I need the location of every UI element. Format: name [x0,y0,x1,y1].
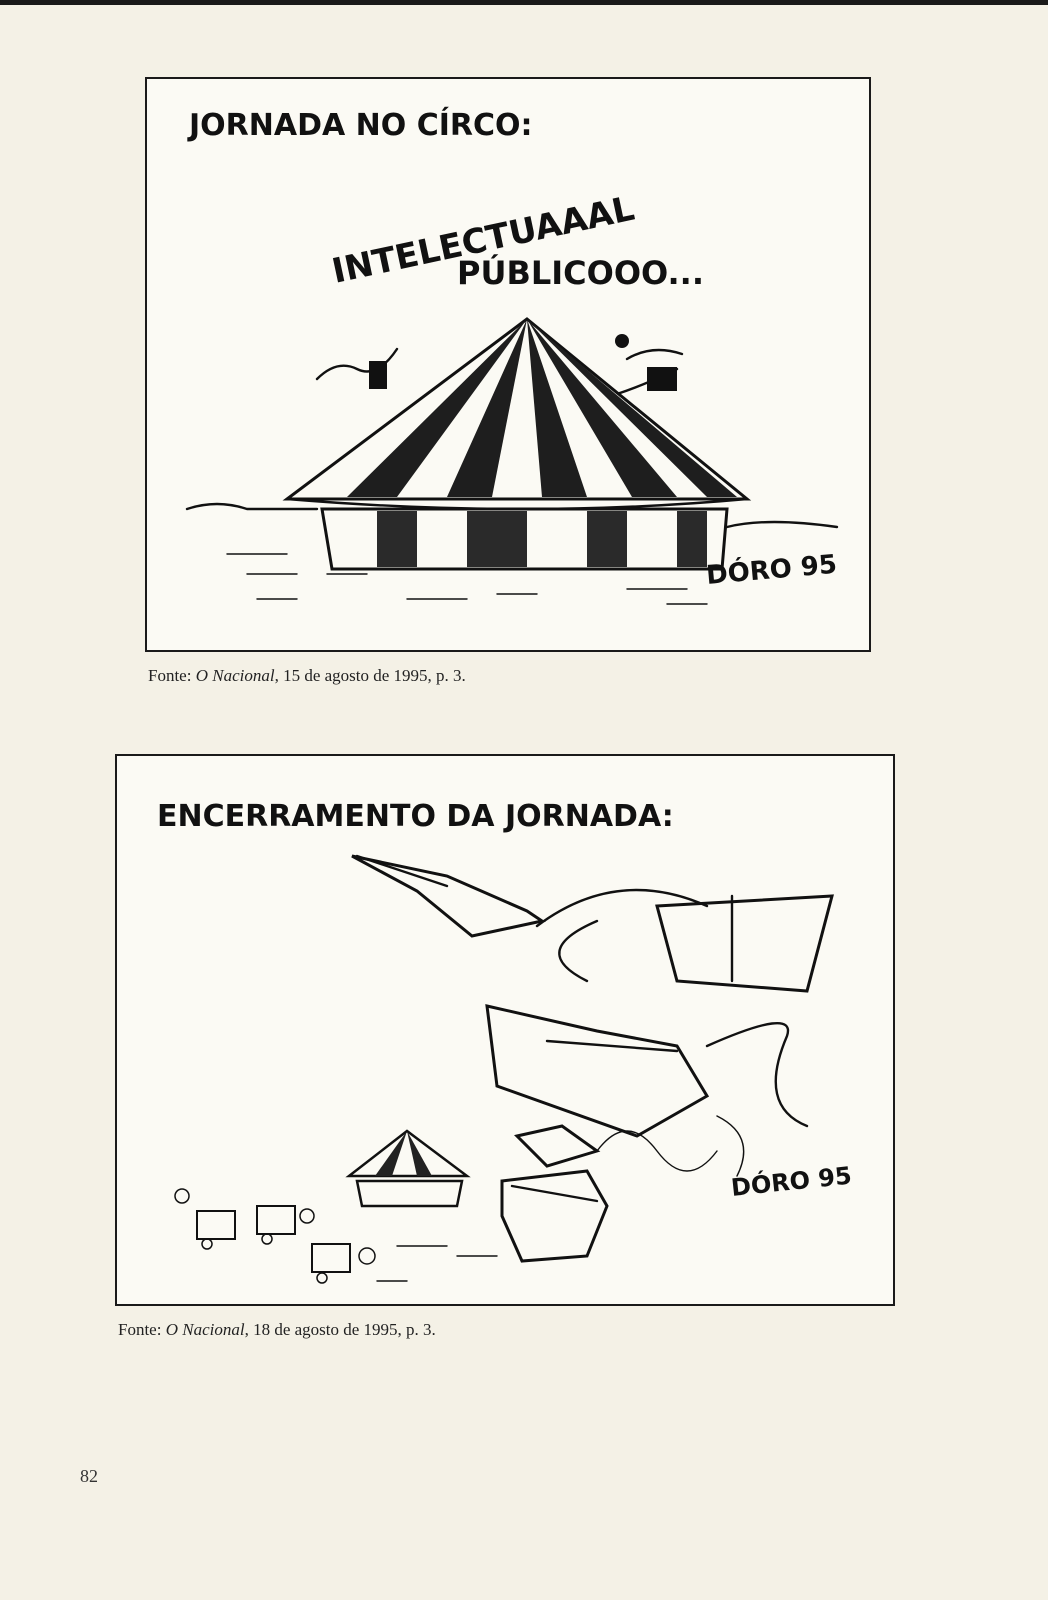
caption-prefix: Fonte: [118,1320,166,1339]
artist-signature: DÓRO 95 [729,1159,852,1201]
closing-drawing: ENCERRAMENTO DA JORNADA: [157,799,853,1284]
music-notes-icon [315,334,684,396]
wooden-box [500,1124,609,1263]
page-number: 82 [80,1466,98,1486]
circus-drawing: JORNADA NO CÍRCO: INTELECTUAAAL PÚBLICOO… [185,107,839,605]
caption-cartoon-2: Fonte: O Nacional, 18 de agosto de 1995,… [118,1320,436,1340]
cartoon-circus: JORNADA NO CÍRCO: INTELECTUAAAL PÚBLICOO… [145,77,871,652]
caption-publication: O Nacional [195,666,275,685]
caravan-carts [174,1188,498,1284]
shout-line-2: PÚBLICOOO... [457,253,704,292]
cartoon-heading: JORNADA NO CÍRCO: [187,107,533,143]
page-top-rule [0,0,1048,5]
artist-signature: DÓRO 95 [705,548,838,591]
caption-prefix: Fonte: [148,666,196,685]
ground-lines [185,502,839,605]
cartoon-heading: ENCERRAMENTO DA JORNADA: [157,799,674,834]
caption-cartoon-1: Fonte: O Nacional, 15 de agosto de 1995,… [148,666,466,686]
small-circus-tent [345,1129,471,1208]
flying-books [351,854,834,1177]
caption-date: , 18 de agosto de 1995, p. 3. [244,1320,436,1339]
cartoon-closing: ENCERRAMENTO DA JORNADA: [115,754,895,1306]
circus-tent [282,317,752,571]
caption-publication: O Nacional [165,1320,245,1339]
caption-date: , 15 de agosto de 1995, p. 3. [274,666,466,685]
